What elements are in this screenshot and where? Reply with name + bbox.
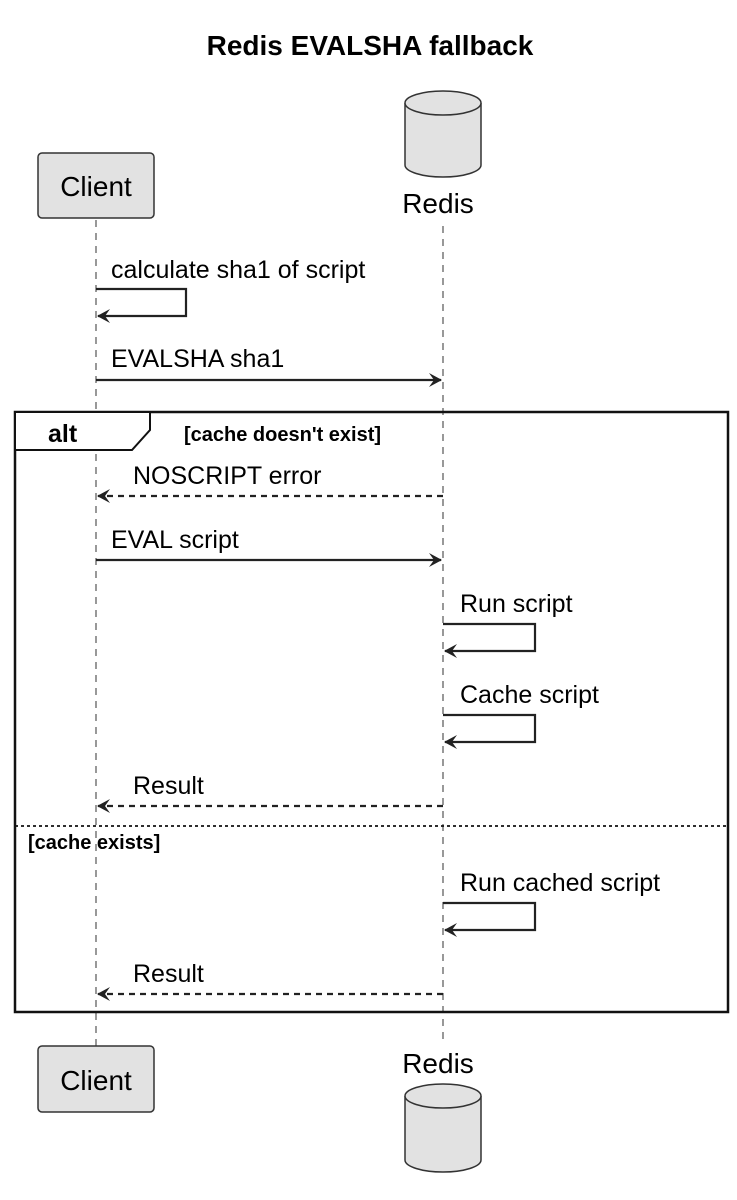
message-label: EVALSHA sha1	[111, 345, 284, 373]
message-label: Run script	[460, 590, 573, 618]
message-label: Result	[133, 772, 204, 800]
client-label-top: Client	[60, 171, 132, 202]
message-evalsha: EVALSHA sha1	[96, 345, 442, 387]
message-run-script: Run script	[443, 590, 573, 658]
message-label: calculate sha1 of script	[111, 256, 365, 284]
message-label: Cache script	[460, 681, 599, 709]
alt-keyword: alt	[48, 420, 78, 448]
alt-frame: alt [cache doesn't exist] [cache exists]	[13, 410, 730, 1014]
client-label-bottom: Client	[60, 1065, 132, 1096]
database-icon	[404, 90, 482, 178]
message-cache-script: Cache script	[443, 681, 599, 749]
diagram-title: Redis EVALSHA fallback	[207, 30, 534, 61]
message-label: Run cached script	[460, 869, 660, 897]
message-label: NOSCRIPT error	[133, 462, 321, 490]
redis-label-top: Redis	[402, 188, 474, 219]
message-eval-script: EVAL script	[96, 526, 442, 567]
redis-participant-top: Redis	[402, 90, 482, 219]
message-result-1: Result	[97, 772, 443, 813]
message-label: EVAL script	[111, 526, 239, 554]
guard-cache-exists: [cache exists]	[28, 832, 160, 854]
client-participant-bottom: Client	[37, 1045, 155, 1113]
database-icon	[404, 1083, 482, 1173]
message-calculate-sha1: calculate sha1 of script	[96, 256, 365, 323]
message-result-2: Result	[97, 960, 443, 1001]
client-participant-top: Client	[37, 152, 155, 219]
guard-cache-missing: [cache doesn't exist]	[184, 424, 381, 446]
redis-label-bottom: Redis	[402, 1048, 474, 1079]
message-label: Result	[133, 960, 204, 988]
message-noscript-error: NOSCRIPT error	[97, 462, 443, 503]
redis-participant-bottom: Redis	[402, 1048, 482, 1173]
message-run-cached-script: Run cached script	[443, 869, 660, 937]
